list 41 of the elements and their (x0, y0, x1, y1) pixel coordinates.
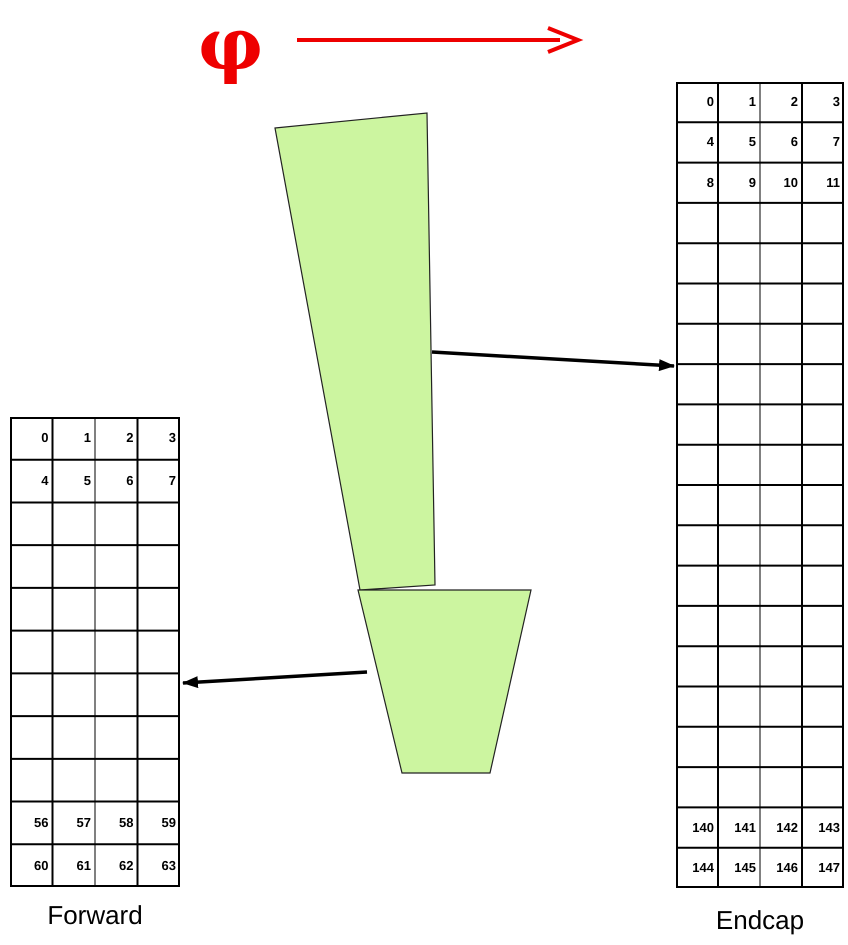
cell-number: 8 (706, 174, 715, 191)
angle-symbol: φ (198, 4, 264, 84)
cell-number: 60 (33, 858, 50, 874)
cell-number: 4 (706, 134, 715, 150)
cell-number: 0 (40, 430, 50, 446)
cell-number: 3 (168, 430, 177, 446)
cell-number: 1 (82, 430, 92, 446)
cell-number: 145 (733, 860, 757, 876)
cell-number: 5 (748, 134, 757, 150)
cell-number: 6 (790, 134, 799, 150)
cell-number: 140 (691, 820, 715, 836)
cell-number: 62 (118, 858, 134, 874)
cell-number: 7 (832, 134, 841, 150)
cell-number: 57 (76, 814, 92, 831)
grid-caption: Forward (46, 900, 144, 931)
cell-number: 146 (775, 860, 799, 876)
cell-number: 4 (40, 473, 50, 490)
arrow (182, 670, 368, 688)
cell-number: 6 (125, 473, 134, 490)
cell-number: 141 (733, 820, 757, 836)
cell-number: 0 (706, 94, 715, 110)
grid-caption: Endcap (714, 905, 806, 936)
cell-number: 3 (832, 94, 841, 110)
cell-number: 9 (748, 174, 757, 191)
cell-number: 11 (825, 174, 841, 191)
cell-number: 59 (160, 814, 177, 831)
cell-number: 5 (82, 473, 92, 490)
cell-number: 2 (125, 430, 134, 446)
cell-number: 61 (76, 858, 92, 874)
cell-number: 2 (790, 94, 799, 110)
cell-number: 143 (817, 820, 841, 836)
cell-number: 147 (817, 860, 841, 876)
arrow (432, 350, 675, 372)
cell-number: 144 (691, 860, 715, 876)
cell-number: 142 (775, 820, 799, 836)
cell-number: 63 (160, 858, 177, 874)
cell-number: 7 (168, 473, 177, 490)
cell-number: 1 (748, 94, 757, 110)
cell-number: 58 (118, 814, 134, 831)
cell-number: 10 (782, 174, 799, 191)
cell-number: 56 (33, 814, 50, 831)
